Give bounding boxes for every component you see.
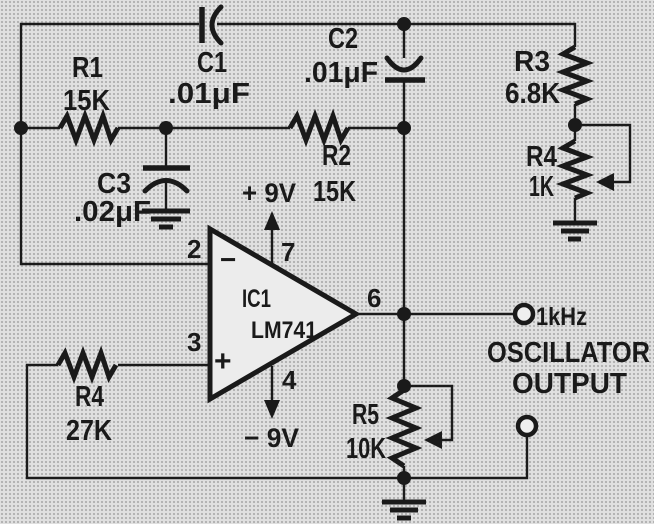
r1-ref-label: R1	[72, 52, 103, 84]
opamp-noninverting-sign: +	[214, 345, 232, 378]
r4-input-value-label: 27K	[66, 415, 112, 447]
opamp-pin6-label: 6	[367, 283, 381, 313]
capacitor-c1-curved-plate	[209, 4, 224, 46]
r4-trim-value-label: 1K	[529, 171, 554, 203]
wire-r5-wiper	[404, 384, 454, 442]
output-terminal-signal	[512, 302, 536, 326]
vplus-label: + 9V	[242, 178, 296, 208]
opamp-pin4-label: 4	[282, 365, 297, 395]
ground-icon-r5	[382, 499, 426, 521]
resistor-r4-trim	[555, 138, 595, 201]
ground-symbols	[142, 208, 597, 521]
wiper-arrow-icon-r5	[424, 431, 442, 449]
r4-trim-ref-label: R4	[526, 141, 557, 173]
vminus-label: − 9V	[244, 423, 299, 453]
ground-icon-c3	[142, 208, 190, 230]
resistor-r5	[385, 387, 423, 469]
opamp-part-label: LM741	[251, 317, 317, 344]
resistor-r2	[287, 108, 351, 148]
c2-ref-label: C2	[328, 23, 358, 55]
junction-dot	[14, 121, 28, 135]
r2-value-label: 15K	[313, 176, 356, 208]
junction-dot	[568, 118, 582, 132]
wire-top-rail	[217, 22, 577, 47]
c3-value-label: .02μF	[74, 196, 151, 228]
c2-value-label: .01μF	[304, 57, 378, 89]
resistor-r1	[57, 108, 121, 148]
junction-dot	[159, 121, 173, 135]
wire-left-rail-pin2	[19, 22, 210, 266]
r3-value-label: 6.8K	[505, 78, 560, 110]
resistors	[55, 44, 595, 469]
junction-dots	[14, 17, 582, 485]
wire-r4-trim-wiper	[575, 123, 632, 184]
r3-ref-label: R3	[514, 46, 550, 78]
junction-dot	[397, 121, 411, 135]
supply-arrows	[264, 211, 280, 419]
opamp-pin7-label: 7	[281, 237, 295, 267]
capacitor-c3-curved-plate	[142, 178, 190, 194]
c1-ref-label: C1	[197, 47, 227, 79]
ground-icon-r4-trim	[553, 220, 597, 242]
junction-dot	[397, 379, 411, 393]
r2-ref-label: R2	[322, 140, 351, 172]
output-terminal-return	[515, 414, 539, 438]
wiper-arrow-icon-r4-trim	[596, 173, 614, 191]
output-frequency-label: 1kHz	[536, 303, 587, 331]
opamp-ref-label: IC1	[242, 285, 271, 313]
capacitors	[142, 4, 425, 194]
c3-ref-label: C3	[97, 168, 131, 200]
opamp-inverting-sign: −	[220, 244, 236, 275]
opamp-pin2-label: 2	[187, 234, 201, 264]
output-caption-line1: OSCILLATOR	[487, 337, 650, 369]
resistor-r4-input	[55, 345, 119, 385]
junction-dot	[397, 307, 411, 321]
r4-input-ref-label: R4	[75, 381, 104, 413]
arrow-up-icon	[264, 211, 280, 230]
output-caption-line2: OUTPUT	[512, 368, 627, 400]
wire-bottom-loop	[25, 363, 529, 480]
junction-dot	[397, 17, 411, 31]
labels: R1 15K C1 .01μF C2 .01μF R2 15K R3 6.8K …	[63, 23, 650, 465]
c1-value-label: .01μF	[168, 78, 250, 110]
resistor-r3	[555, 44, 595, 107]
r5-value-label: 10K	[346, 433, 386, 465]
r1-value-label: 15K	[63, 85, 110, 117]
arrow-down-icon	[264, 400, 280, 419]
capacitor-c2-curved-plate	[384, 55, 424, 73]
opamp-triangle	[207, 224, 361, 404]
opamp-pin3-label: 3	[187, 327, 201, 357]
junction-dot	[397, 471, 411, 485]
r5-ref-label: R5	[352, 399, 379, 431]
